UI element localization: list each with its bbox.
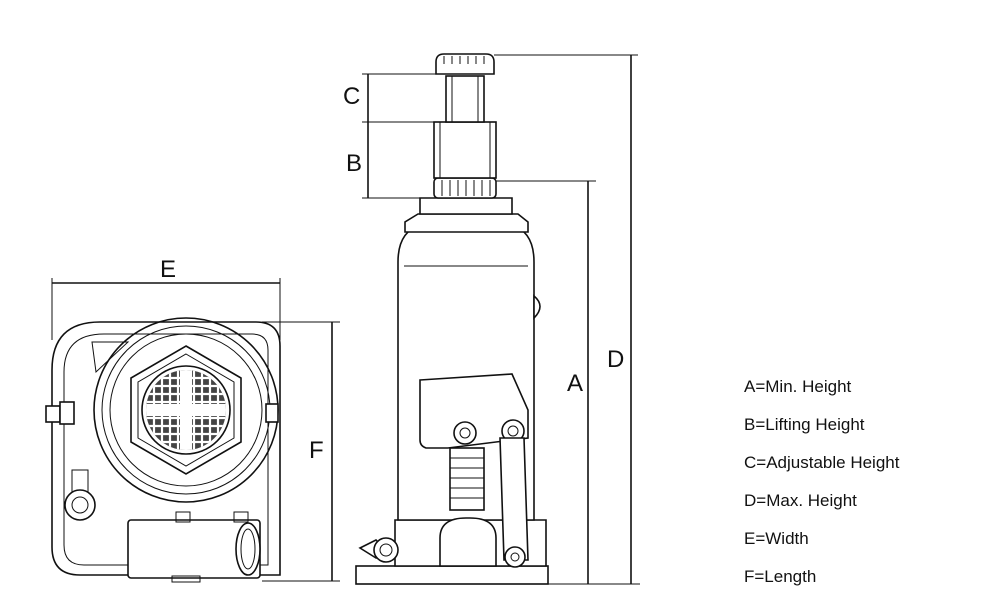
legend-item-f: F=Length: [744, 567, 816, 586]
side-view: [355, 53, 549, 585]
saddle-knurl-grid: [146, 370, 226, 450]
legend-item-b: B=Lifting Height: [744, 415, 865, 434]
dim-label-d: D: [607, 346, 624, 373]
dim-label-b: B: [346, 150, 362, 177]
dimension-a: [496, 180, 640, 585]
dimension-c: [362, 73, 440, 123]
dimension-f: [262, 321, 340, 582]
dim-label-a: A: [567, 370, 583, 397]
ram-knurl: [441, 180, 491, 196]
legend-item-e: E=Width: [744, 529, 809, 548]
legend-item-a: A=Min. Height: [744, 377, 852, 396]
legend: A=Min. Height B=Lifting Height C=Adjusta…: [744, 377, 900, 586]
dimension-e: [51, 278, 281, 340]
dim-label-c: C: [343, 83, 360, 110]
legend-item-c: C=Adjustable Height: [744, 453, 900, 472]
dimension-d: [494, 54, 638, 584]
dim-label-f: F: [309, 437, 324, 464]
dimension-b: [362, 122, 440, 199]
legend-item-d: D=Max. Height: [744, 491, 857, 510]
dim-label-e: E: [160, 256, 176, 283]
top-view: [45, 317, 281, 583]
